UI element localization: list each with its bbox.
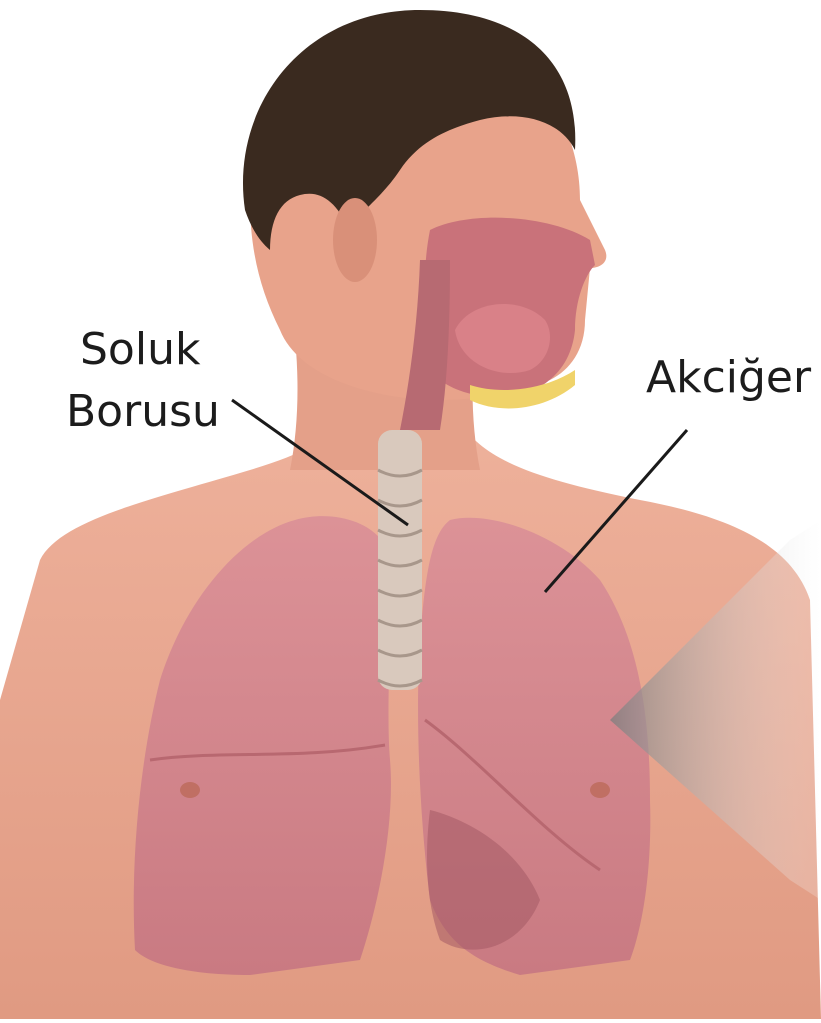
right-nipple bbox=[180, 782, 200, 798]
trachea-label-line2: Borusu bbox=[66, 384, 220, 440]
trachea bbox=[378, 430, 422, 690]
lung-label: Akciğer bbox=[646, 350, 811, 406]
left-nipple bbox=[590, 782, 610, 798]
trachea-label-line1: Soluk bbox=[80, 322, 200, 378]
ear bbox=[333, 198, 377, 282]
